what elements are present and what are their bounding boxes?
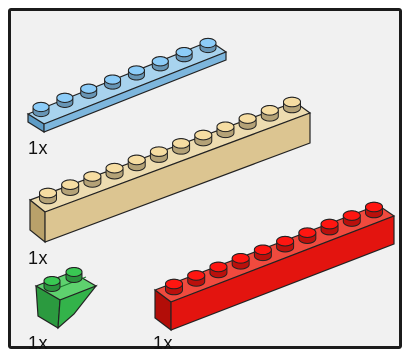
brick-1x10-stud (320, 218, 339, 236)
brick-1x12-stud (238, 113, 257, 130)
plate-1x8-stud (32, 101, 50, 118)
plate-1x8-stud (56, 92, 74, 108)
tan-brick-1x12 (28, 101, 312, 244)
brick-1x10-stud (342, 210, 361, 227)
brick-1x12-stud (283, 96, 301, 114)
brick-1x10-stud (253, 244, 272, 262)
blue-plate-1x8 (26, 40, 228, 134)
brick-1x12-stud (216, 121, 235, 139)
brick-1x12-stud (149, 146, 168, 163)
quantity-label-red-brick: 1x (153, 333, 174, 353)
quantity-label-blue-plate: 1x (28, 138, 49, 158)
brick-1x10-stud (298, 227, 317, 244)
brick-1x12-stud (61, 179, 80, 196)
brick-1x10-stud (276, 235, 295, 253)
brick-1x10-stud (187, 270, 206, 287)
brick-1x12-stud (127, 154, 146, 172)
brick-1x12-stud (194, 129, 213, 147)
plate-1x8-stud (80, 83, 98, 99)
quantity-label-green-slope: 1x (28, 333, 49, 353)
brick-1x12-stud (39, 187, 57, 205)
brick-1x10-stud (209, 261, 228, 279)
brick-1x12-stud (105, 162, 124, 180)
plate-1x8-stud (175, 47, 193, 63)
slope-inverted-2x1-stud (43, 276, 61, 292)
plate-1x8-stud (199, 37, 217, 54)
studs (32, 37, 383, 296)
slope-inverted-2x1-stud (65, 267, 83, 283)
plate-1x8-stud (104, 74, 122, 90)
plate-1x8-stud (127, 65, 145, 81)
brick-1x10-stud (231, 253, 250, 270)
brick-1x10-stud (365, 201, 383, 219)
brick-1x10-stud (165, 278, 183, 296)
brick-1x12-stud (83, 171, 102, 188)
plate-1x8-stud (151, 56, 169, 72)
quantity-label-tan-brick: 1x (28, 248, 49, 268)
brick-1x12-stud (260, 104, 279, 122)
brick-1x12-stud (172, 138, 191, 155)
